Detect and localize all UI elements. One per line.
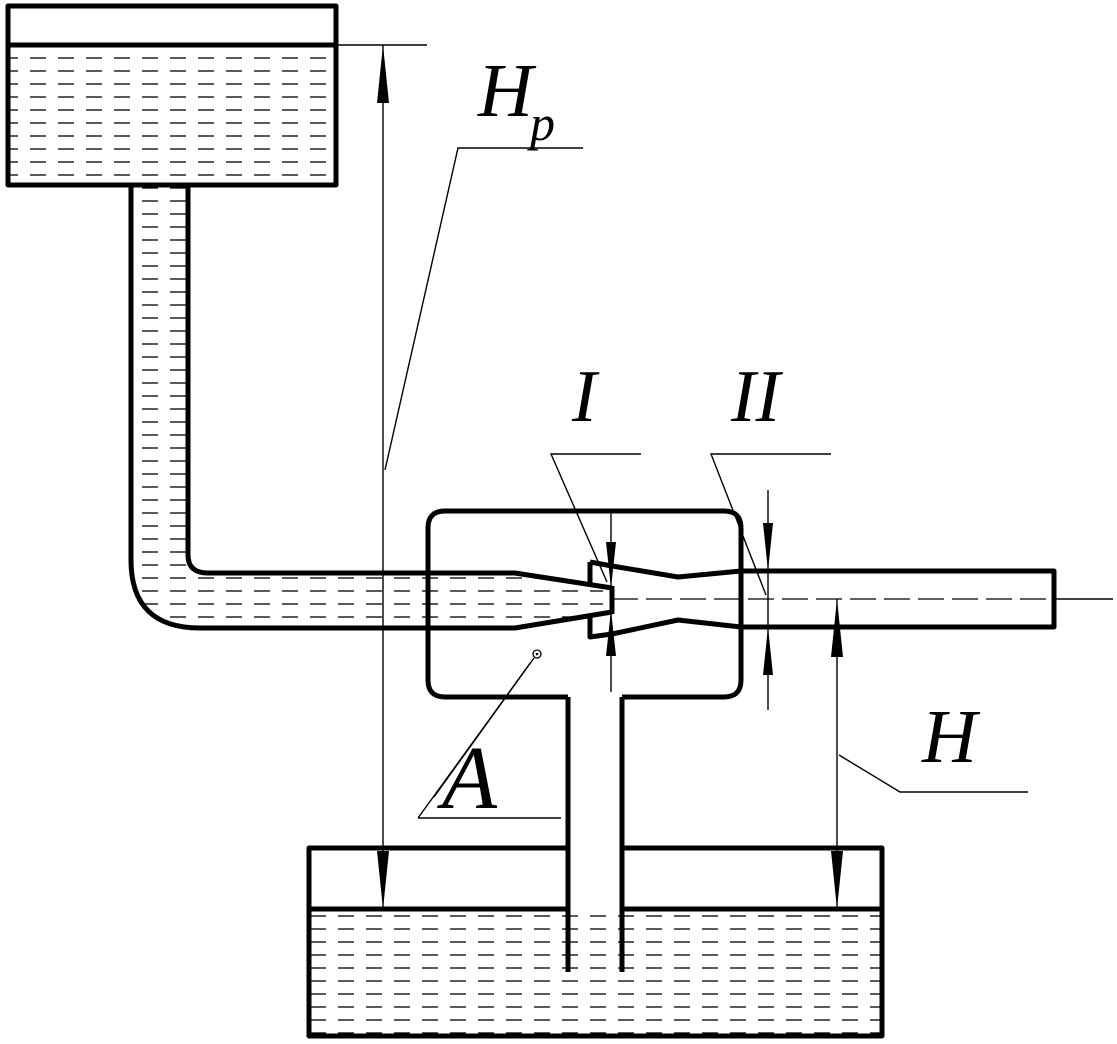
section-ii-leader (709, 453, 831, 596)
point-a-dot (535, 652, 539, 656)
label-head-h: H (921, 695, 981, 779)
point-a-marker (532, 649, 542, 659)
section-ii-marks (709, 453, 831, 710)
label-section-i: I (571, 356, 600, 438)
h-leader (838, 754, 1028, 793)
hp-arrow-bottom (377, 851, 389, 909)
section-i-arrow-bottom (606, 610, 616, 656)
h-arrow-top (831, 599, 843, 657)
dimension-h (831, 599, 1028, 909)
label-hp-subscript: p (527, 95, 555, 151)
point-a-leader (417, 657, 561, 819)
section-i-leader (549, 453, 641, 583)
diffuser-and-outlet (587, 559, 1113, 640)
upper-tank-liquid (10, 46, 335, 185)
hp-arrow-top (377, 45, 389, 103)
label-hp: H (477, 49, 537, 133)
lower-tank-wall (306, 845, 885, 1039)
point-a-leader-line-2 (433, 661, 532, 798)
chamber-wall (425, 508, 744, 700)
supply-pipe-outer-wall (128, 185, 613, 631)
suction-pipe-liquid (571, 911, 619, 972)
upper-tank (5, 3, 339, 188)
label-point-a: A (437, 729, 498, 828)
section-i-marks (549, 453, 641, 692)
section-i-arrow-top (606, 542, 616, 588)
label-section-ii: II (730, 356, 784, 438)
mixing-chamber (425, 508, 744, 700)
lower-tank (306, 845, 885, 1039)
section-ii-arrow-top (763, 523, 773, 571)
dimension-hp (336, 44, 583, 909)
supply-pipe-liquid (131, 185, 603, 628)
supply-pipe-inner-wall (185, 185, 613, 591)
supply-pipe (128, 185, 615, 631)
hp-leader (384, 147, 583, 471)
section-ii-arrow-bottom (763, 627, 773, 675)
diffuser-upper-wall (587, 559, 1057, 640)
h-arrow-bottom (831, 851, 843, 909)
